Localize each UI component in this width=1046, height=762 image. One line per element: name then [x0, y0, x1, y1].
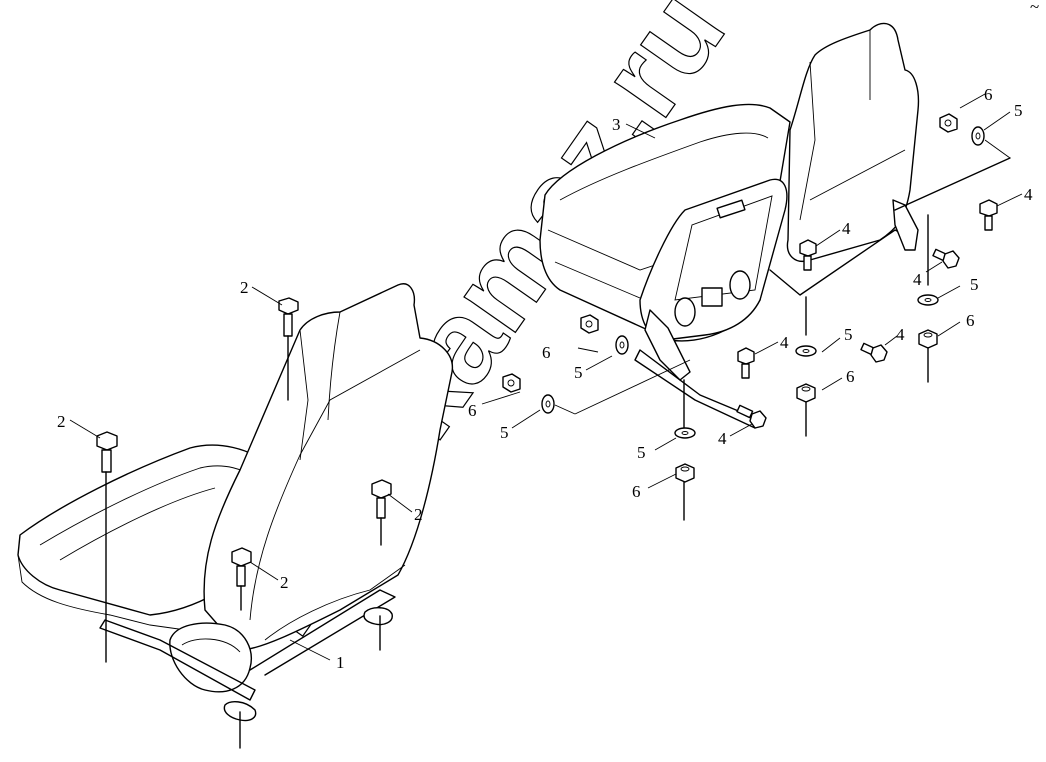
callout-6: 6 — [984, 85, 993, 104]
callout-5: 5 — [574, 363, 583, 382]
bolt-icon — [932, 248, 960, 269]
right-assembly-hardware — [502, 113, 1011, 521]
callout-6: 6 — [468, 401, 477, 420]
callout-6: 6 — [632, 482, 641, 501]
left-seat-recliner — [169, 622, 252, 693]
bolt-icon — [979, 199, 998, 231]
right-seat-assembly — [539, 22, 1011, 431]
callout-5: 5 — [1014, 101, 1023, 120]
nut-icon — [502, 373, 521, 393]
callout-4: 4 — [718, 429, 727, 448]
callout-4: 4 — [1024, 185, 1033, 204]
callout-2: 2 — [240, 278, 249, 297]
callout-4: 4 — [780, 333, 789, 352]
left-seat-backrest — [203, 283, 454, 651]
bolt-icon — [860, 342, 888, 363]
nut-icon — [918, 329, 938, 349]
washer-icon — [541, 394, 555, 414]
leader-lines — [69, 93, 1023, 661]
left-seat — [17, 283, 454, 749]
nut-icon — [675, 463, 695, 483]
callout-2: 2 — [414, 505, 423, 524]
callout-4: 4 — [896, 325, 905, 344]
callout-5: 5 — [844, 325, 853, 344]
washer-icon — [971, 126, 985, 146]
bolt-icon — [278, 297, 299, 401]
callout-4: 4 — [842, 219, 851, 238]
bolt-icon — [736, 404, 767, 429]
callout-2: 2 — [57, 412, 66, 431]
bolt-icon — [371, 479, 392, 546]
callout-labels: 1 2 2 2 2 3 4 4 4 4 4 4 5 5 5 5 5 5 6 6 … — [57, 85, 1033, 672]
nut-icon — [939, 113, 958, 133]
callout-6: 6 — [542, 343, 551, 362]
washer-icon — [795, 345, 817, 357]
nut-icon — [796, 383, 816, 403]
callout-4: 4 — [913, 270, 922, 289]
callout-5: 5 — [970, 275, 979, 294]
nut-icon — [580, 314, 599, 334]
callout-3: 3 — [612, 115, 621, 134]
corner-mark: ~ — [1030, 0, 1039, 16]
callout-1: 1 — [336, 653, 345, 672]
washer-icon — [917, 294, 939, 306]
washer-icon — [674, 427, 696, 439]
bolt-icon — [799, 239, 817, 271]
callout-5: 5 — [500, 423, 509, 442]
bolt-icon — [231, 547, 252, 611]
washer-icon — [615, 335, 629, 355]
bolt-icon — [96, 431, 118, 663]
bolt-icon — [737, 347, 755, 379]
left-seat-bolts — [96, 297, 392, 663]
callout-6: 6 — [966, 311, 975, 330]
callout-6: 6 — [846, 367, 855, 386]
callout-2: 2 — [280, 573, 289, 592]
callout-5: 5 — [637, 443, 646, 462]
